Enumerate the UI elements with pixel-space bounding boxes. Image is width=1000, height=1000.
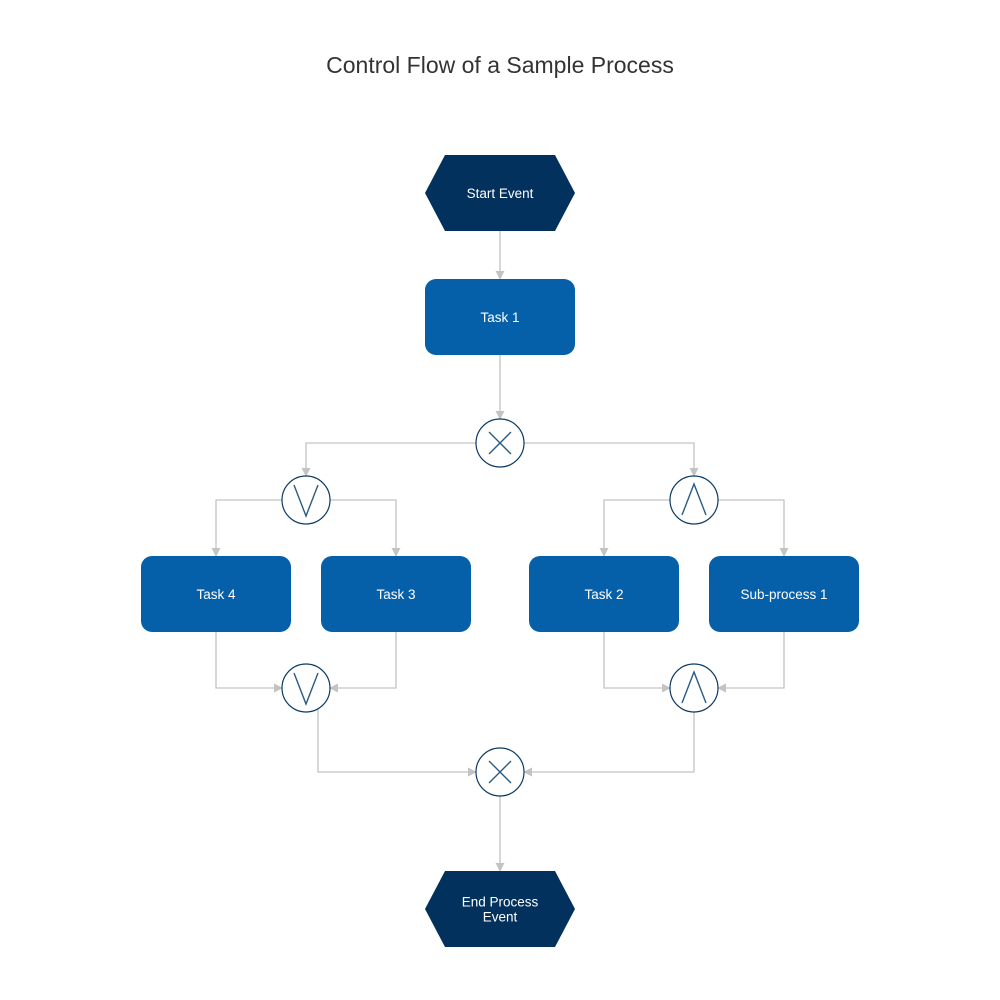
node-label-task1: Task 1 xyxy=(480,310,519,325)
gateway-shape-and_split[interactable] xyxy=(669,475,719,525)
task-shape-sub1[interactable] xyxy=(709,556,859,632)
node-xor_join[interactable] xyxy=(475,747,525,797)
node-xor_split[interactable] xyxy=(475,418,525,468)
node-task4[interactable]: Task 4 xyxy=(141,556,291,632)
edge-sub1-to-and_join xyxy=(717,632,785,693)
edge-task2-to-and_join xyxy=(603,632,671,693)
node-label-sub1: Sub-process 1 xyxy=(740,587,827,602)
edge-or_join-to-xor_join xyxy=(317,709,477,777)
node-label-task2: Task 2 xyxy=(584,587,623,602)
gateway-shape-or_join[interactable] xyxy=(281,663,331,713)
edge-xor_split-to-and_split xyxy=(524,442,699,477)
gateway-xor-icon xyxy=(488,760,512,784)
node-task2[interactable]: Task 2 xyxy=(529,556,679,632)
edge-or_split-to-task3 xyxy=(330,499,401,557)
event-shape-end[interactable] xyxy=(425,871,575,947)
event-shape-start[interactable] xyxy=(425,155,575,231)
edge-or_split-to-task4 xyxy=(211,499,282,557)
gateway-and-icon xyxy=(681,670,707,704)
node-task3[interactable]: Task 3 xyxy=(321,556,471,632)
edge-xor_split-to-or_split xyxy=(301,442,476,477)
node-sub1[interactable]: Sub-process 1 xyxy=(709,556,859,632)
gateway-or-icon xyxy=(293,484,319,518)
gateway-or-icon xyxy=(293,672,319,706)
node-or_join[interactable] xyxy=(281,663,331,713)
task-shape-task2[interactable] xyxy=(529,556,679,632)
node-and_split[interactable] xyxy=(669,475,719,525)
node-and_join[interactable] xyxy=(669,663,719,713)
edge-and_split-to-task2 xyxy=(599,499,670,557)
edge-and_split-to-sub1 xyxy=(718,499,789,557)
node-label-task4: Task 4 xyxy=(196,587,236,602)
node-label-task3: Task 3 xyxy=(376,587,415,602)
edge-task4-to-or_join xyxy=(215,632,283,693)
task-shape-task4[interactable] xyxy=(141,556,291,632)
node-task1[interactable]: Task 1 xyxy=(425,279,575,355)
node-label-start: Start Event xyxy=(467,186,534,201)
gateway-xor-icon xyxy=(488,431,512,455)
edges xyxy=(211,231,789,872)
task-shape-task3[interactable] xyxy=(321,556,471,632)
task-shape-task1[interactable] xyxy=(425,279,575,355)
node-start[interactable]: Start Event xyxy=(425,155,575,231)
diagram-title: Control Flow of a Sample Process xyxy=(326,52,674,78)
node-or_split[interactable] xyxy=(281,475,331,525)
gateway-shape-and_join[interactable] xyxy=(669,663,719,713)
edge-and_join-to-xor_join xyxy=(523,712,695,777)
gateway-shape-or_split[interactable] xyxy=(281,475,331,525)
gateway-and-icon xyxy=(681,482,707,516)
edge-task3-to-or_join xyxy=(329,632,397,693)
